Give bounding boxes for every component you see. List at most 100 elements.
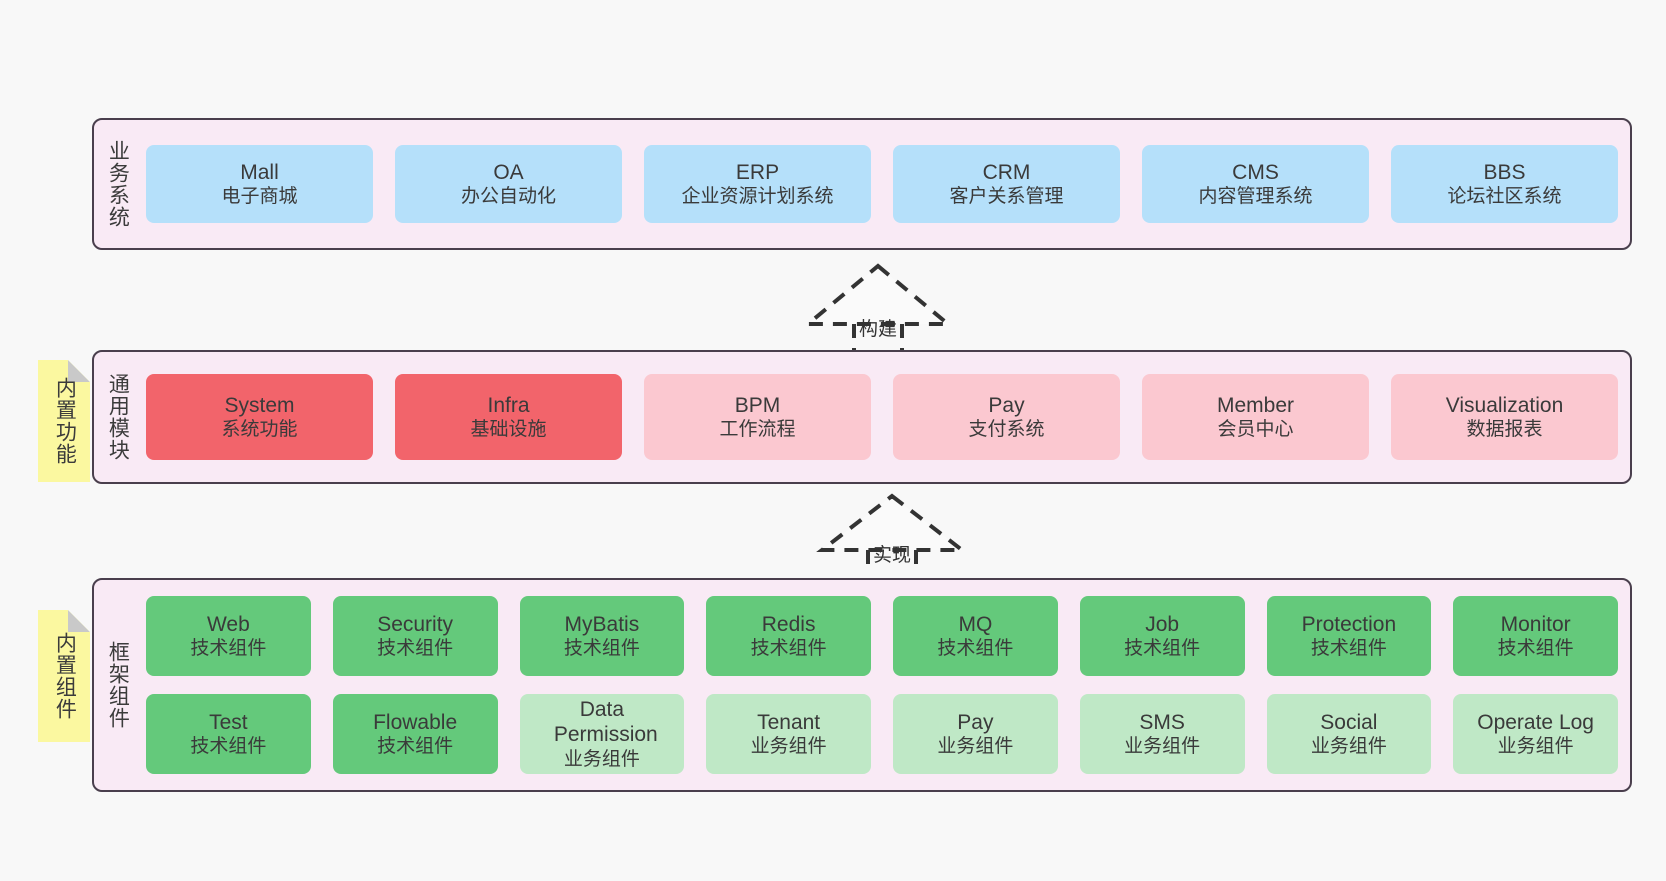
card-social[interactable]: Social 业务组件 xyxy=(1266,694,1432,774)
card-data-permission[interactable]: Data Permission 业务组件 xyxy=(519,694,685,774)
card-row: Test 技术组件 Flowable 技术组件 Data Permission … xyxy=(146,694,1618,774)
layer-body-business: Mall 电子商城 OA 办公自动化 ERP 企业资源计划系统 CRM 客户关系… xyxy=(140,120,1630,248)
card-title: CRM xyxy=(982,160,1031,184)
card-pay[interactable]: Pay 支付系统 xyxy=(893,374,1120,460)
card-subtitle: 技术组件 xyxy=(377,736,454,758)
card-title: Pay xyxy=(988,393,1025,417)
card-row: Web 技术组件 Security 技术组件 MyBatis 技术组件 Redi… xyxy=(146,596,1618,676)
card-title: Web xyxy=(206,612,250,636)
card-subtitle: 技术组件 xyxy=(1497,638,1574,660)
card-title: MyBatis xyxy=(564,612,640,636)
card-title: BPM xyxy=(734,393,781,417)
card-title: Operate Log xyxy=(1477,710,1594,734)
layer-body-common: System 系统功能 Infra 基础设施 BPM 工作流程 Pay 支付系统… xyxy=(140,352,1630,482)
card-member[interactable]: Member 会员中心 xyxy=(1142,374,1369,460)
card-subtitle: 业务组件 xyxy=(563,749,640,771)
card-pay-component[interactable]: Pay 业务组件 xyxy=(893,694,1058,774)
card-subtitle: 业务组件 xyxy=(1310,736,1387,758)
card-crm[interactable]: CRM 客户关系管理 xyxy=(893,145,1120,223)
card-title: Mall xyxy=(240,160,279,184)
card-subtitle: 支付系统 xyxy=(968,419,1045,441)
card-title: Security xyxy=(377,612,454,636)
arrow-head-triangle xyxy=(816,493,968,552)
card-title: Data Permission xyxy=(553,697,658,747)
card-subtitle: 数据报表 xyxy=(1466,419,1543,441)
layer-framework-components: 框架组件 Web 技术组件 Security 技术组件 MyBatis 技术组件… xyxy=(92,578,1632,792)
layer-title-common: 通用模块 xyxy=(106,373,130,461)
card-subtitle: 工作流程 xyxy=(719,419,796,441)
note-builtin-functions: 内置功能 xyxy=(38,360,90,482)
card-title: Visualization xyxy=(1445,393,1564,417)
card-subtitle: 业务组件 xyxy=(1124,736,1201,758)
card-subtitle: 技术组件 xyxy=(190,736,267,758)
note-label: 内置功能 xyxy=(53,377,77,465)
layer-common-modules: 通用模块 System 系统功能 Infra 基础设施 BPM 工作流程 Pay… xyxy=(92,350,1632,484)
card-redis[interactable]: Redis 技术组件 xyxy=(706,596,871,676)
layer-body-framework: Web 技术组件 Security 技术组件 MyBatis 技术组件 Redi… xyxy=(140,580,1630,790)
layer-title-framework: 框架组件 xyxy=(106,641,130,729)
card-test[interactable]: Test 技术组件 xyxy=(146,694,311,774)
card-subtitle: 会员中心 xyxy=(1217,419,1294,441)
card-oa[interactable]: OA 办公自动化 xyxy=(395,145,622,223)
card-title: OA xyxy=(493,160,524,184)
note-fold-corner xyxy=(68,610,90,632)
card-title: MQ xyxy=(958,612,993,636)
card-subtitle: 论坛社区系统 xyxy=(1447,186,1562,208)
card-mybatis[interactable]: MyBatis 技术组件 xyxy=(519,596,685,676)
card-title: Test xyxy=(209,710,248,734)
card-web[interactable]: Web 技术组件 xyxy=(146,596,311,676)
card-subtitle: 企业资源计划系统 xyxy=(681,186,834,208)
card-operate-log[interactable]: Operate Log 业务组件 xyxy=(1453,694,1618,774)
card-subtitle: 基础设施 xyxy=(470,419,547,441)
layer-business-systems: 业务系统 Mall 电子商城 OA 办公自动化 ERP 企业资源计划系统 CRM… xyxy=(92,118,1632,250)
card-protection[interactable]: Protection 技术组件 xyxy=(1266,596,1432,676)
arrow-label-build: 构建 xyxy=(859,319,898,340)
card-title: SMS xyxy=(1139,710,1185,734)
card-cms[interactable]: CMS 内容管理系统 xyxy=(1142,145,1369,223)
card-erp[interactable]: ERP 企业资源计划系统 xyxy=(644,145,871,223)
arrow-implement: 实现 xyxy=(816,492,974,570)
card-bpm[interactable]: BPM 工作流程 xyxy=(644,374,871,460)
card-title: ERP xyxy=(735,160,780,184)
card-job[interactable]: Job 技术组件 xyxy=(1079,596,1245,676)
card-mall[interactable]: Mall 电子商城 xyxy=(146,145,373,223)
card-subtitle: 系统功能 xyxy=(221,419,298,441)
card-subtitle: 办公自动化 xyxy=(460,186,556,208)
card-subtitle: 技术组件 xyxy=(750,638,827,660)
card-sms[interactable]: SMS 业务组件 xyxy=(1079,694,1245,774)
card-subtitle: 客户关系管理 xyxy=(949,186,1064,208)
card-title: BBS xyxy=(1483,160,1526,184)
card-subtitle: 技术组件 xyxy=(563,638,640,660)
card-visualization[interactable]: Visualization 数据报表 xyxy=(1391,374,1618,460)
card-subtitle: 业务组件 xyxy=(1497,736,1574,758)
arrow-build: 构建 xyxy=(802,262,960,358)
arrow-label-implement: 实现 xyxy=(873,545,912,566)
card-system[interactable]: System 系统功能 xyxy=(146,374,373,460)
layer-title-business: 业务系统 xyxy=(106,140,130,228)
card-monitor[interactable]: Monitor 技术组件 xyxy=(1453,596,1618,676)
card-subtitle: 技术组件 xyxy=(1310,638,1387,660)
card-tenant[interactable]: Tenant 业务组件 xyxy=(706,694,871,774)
card-title: Flowable xyxy=(373,710,458,734)
note-label: 内置组件 xyxy=(53,632,77,720)
card-title: Redis xyxy=(761,612,816,636)
card-flowable[interactable]: Flowable 技术组件 xyxy=(332,694,498,774)
card-subtitle: 业务组件 xyxy=(750,736,827,758)
card-subtitle: 技术组件 xyxy=(190,638,267,660)
card-bbs[interactable]: BBS 论坛社区系统 xyxy=(1391,145,1618,223)
card-title: Job xyxy=(1145,612,1180,636)
card-title: Tenant xyxy=(757,710,821,734)
card-row: System 系统功能 Infra 基础设施 BPM 工作流程 Pay 支付系统… xyxy=(146,374,1618,460)
card-subtitle: 技术组件 xyxy=(1124,638,1201,660)
arrow-head-triangle xyxy=(802,263,954,326)
card-infra[interactable]: Infra 基础设施 xyxy=(395,374,622,460)
arrow-stem xyxy=(866,550,918,570)
card-title: Social xyxy=(1320,710,1378,734)
card-subtitle: 技术组件 xyxy=(377,638,454,660)
card-security[interactable]: Security 技术组件 xyxy=(332,596,498,676)
card-subtitle: 技术组件 xyxy=(937,638,1014,660)
card-title: Infra xyxy=(487,393,530,417)
card-mq[interactable]: MQ 技术组件 xyxy=(893,596,1058,676)
card-title: Protection xyxy=(1301,612,1397,636)
